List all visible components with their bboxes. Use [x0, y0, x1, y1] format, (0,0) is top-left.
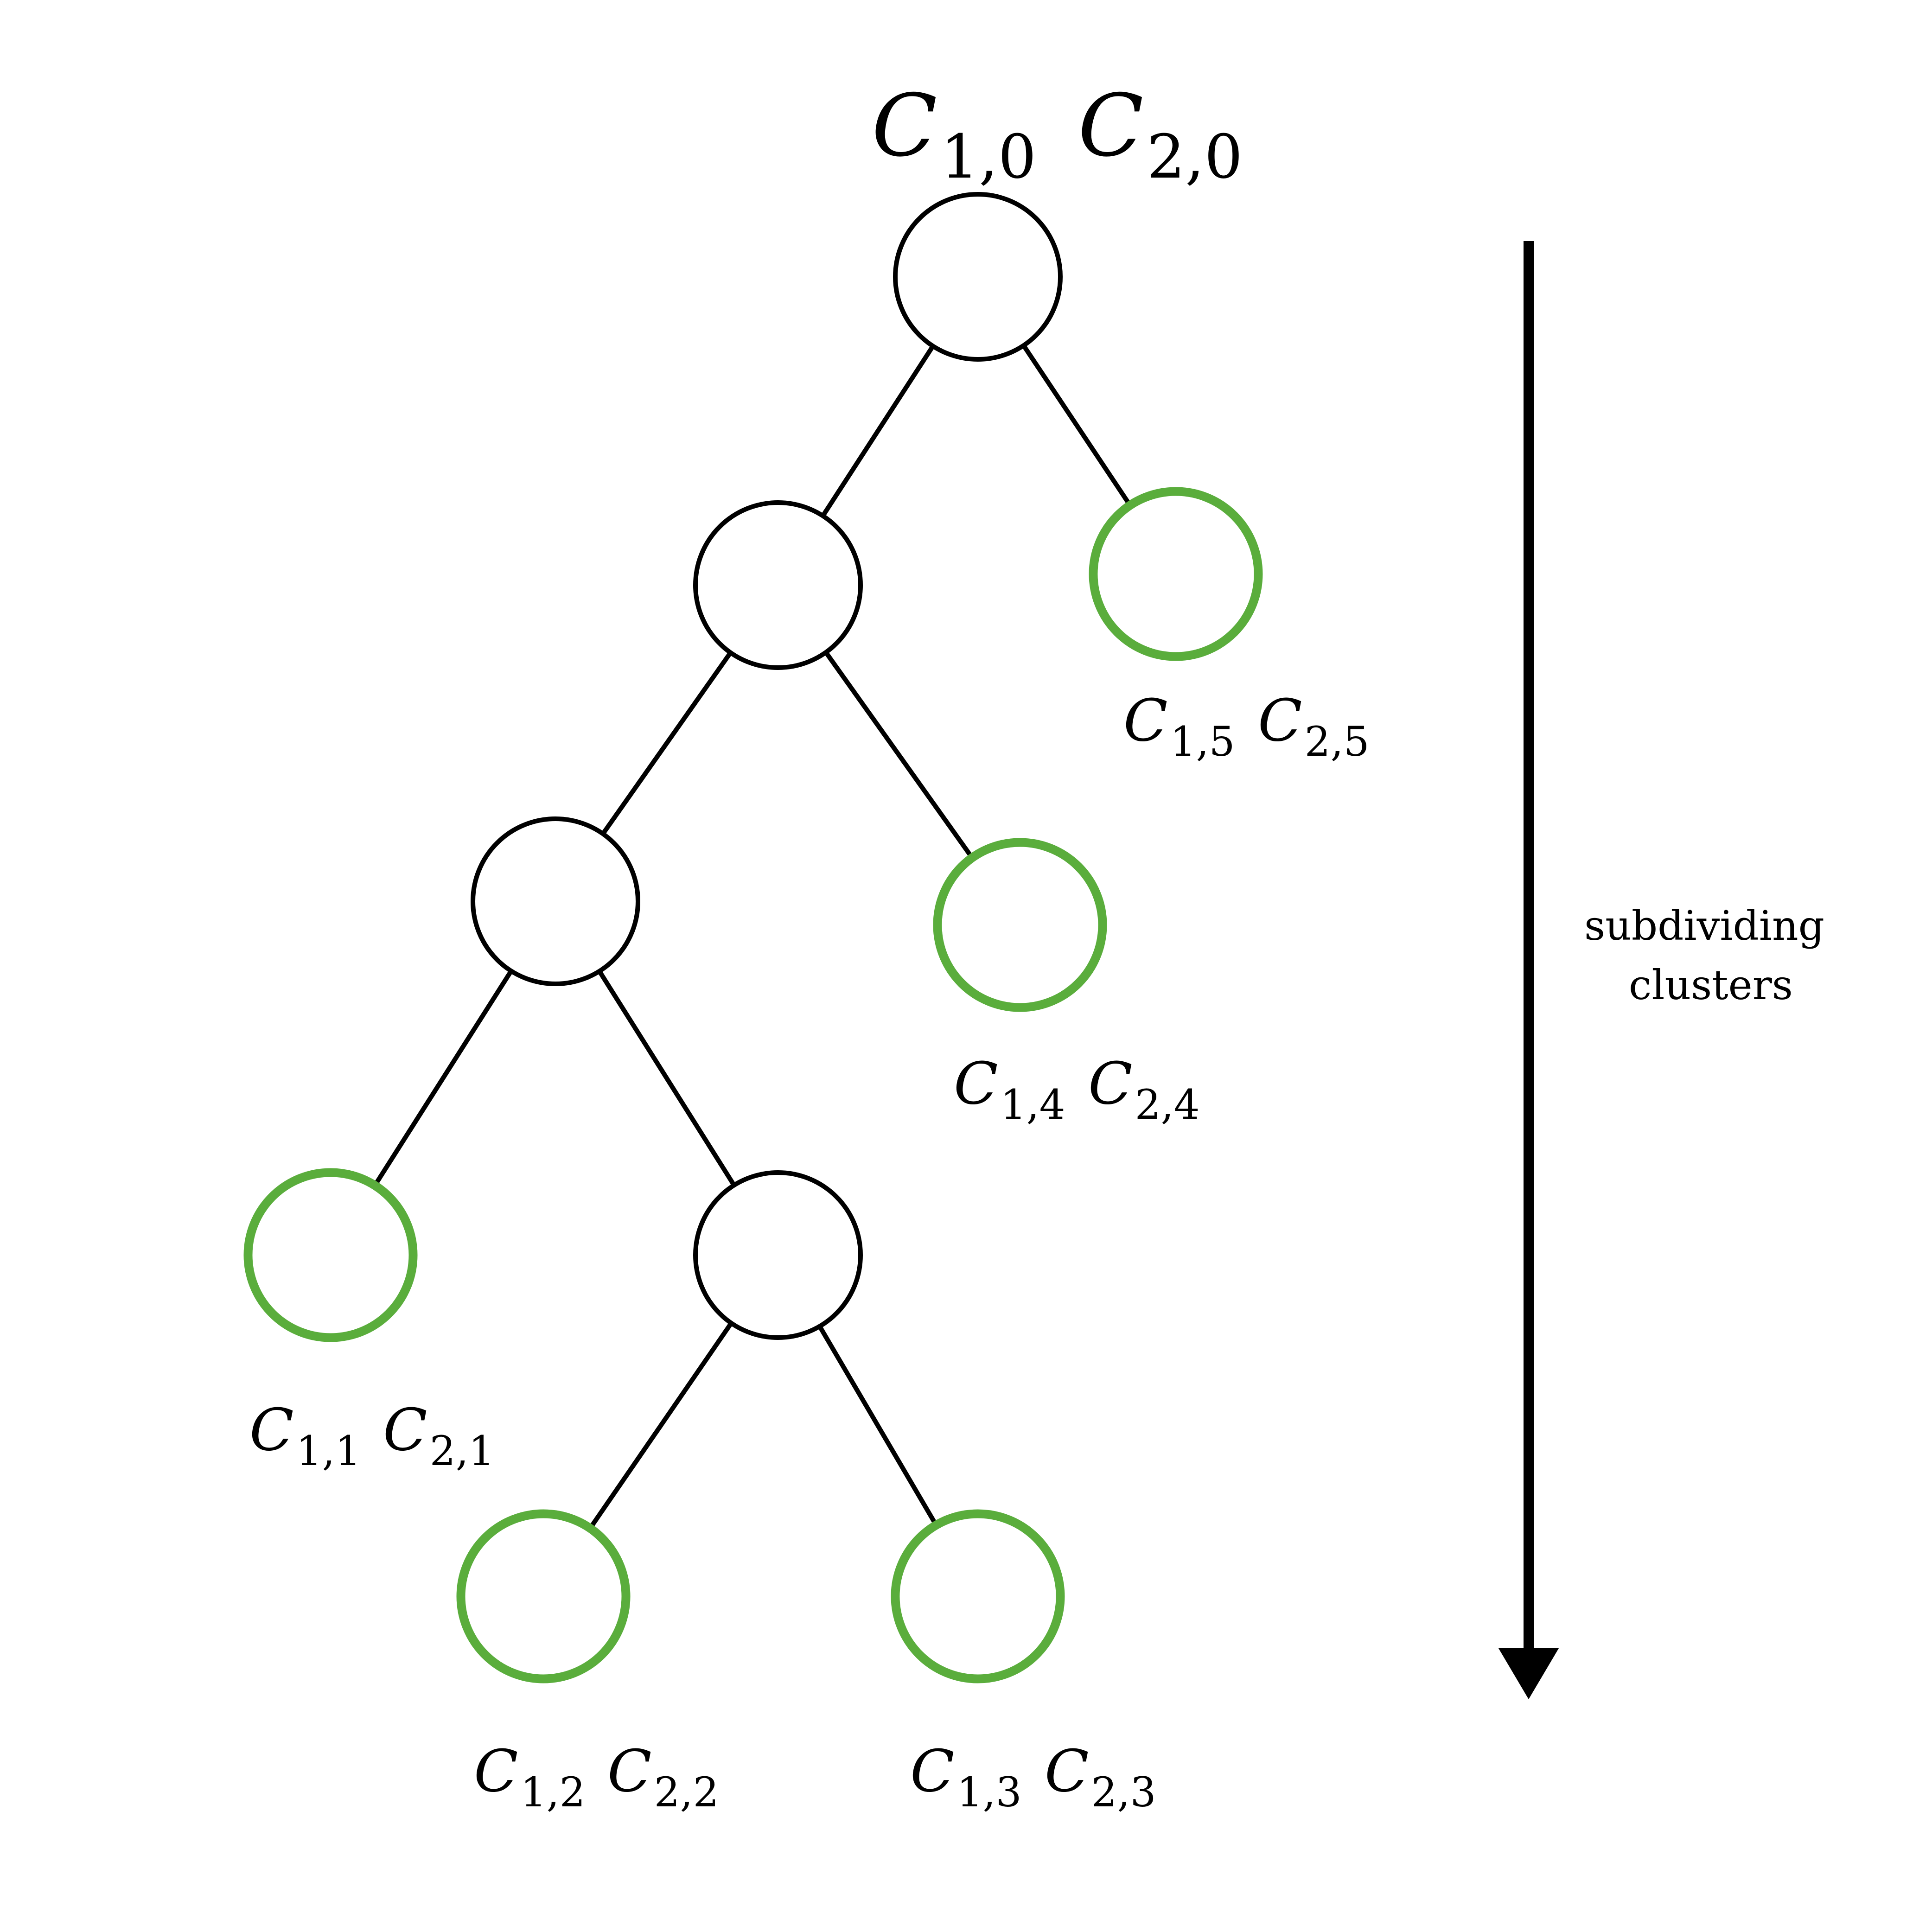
cluster-label: C1,1: [249, 1396, 361, 1475]
tree-edge: [601, 651, 733, 835]
tree-edge: [821, 344, 935, 517]
leaf-cluster-node: [891, 1509, 1065, 1683]
tree-edge: [588, 1321, 733, 1530]
leaf-cluster-node: [933, 838, 1107, 1012]
cluster-label: C1,3: [910, 1738, 1022, 1816]
leaf-cluster-node: [243, 1168, 418, 1342]
arrow-label-line-2: clusters: [1629, 961, 1793, 1009]
cluster-label: C1,2: [474, 1738, 586, 1816]
internal-cluster-node: [893, 192, 1063, 362]
leaf-cluster-node: [456, 1509, 631, 1683]
tree-edge: [824, 651, 974, 859]
cluster-label: C2,2: [607, 1738, 719, 1816]
node-labels: C1,0 C2,0C1,1 C2,1C1,2 C2,2 C1,3 C2,3 C1,4 C2,4…: [249, 76, 1370, 1816]
internal-cluster-node: [471, 816, 640, 986]
cluster-label: C1,4: [954, 1050, 1065, 1129]
cluster-label: C2,3: [1045, 1738, 1156, 1816]
subdividing-arrow: [1498, 241, 1559, 1699]
internal-cluster-node: [693, 1170, 863, 1340]
cluster-label: C2,5: [1258, 687, 1370, 765]
tree-edge: [597, 970, 736, 1186]
arrow-label-line-1: subdividing: [1584, 902, 1824, 950]
cluster-label: C1,0: [872, 76, 1036, 192]
tree-nodes: [243, 192, 1263, 1683]
arrow-head: [1498, 1648, 1559, 1699]
tree-edge: [1021, 344, 1132, 507]
tree-edge: [373, 969, 513, 1187]
cluster-label: C2,1: [383, 1396, 495, 1475]
tree-edge: [817, 1325, 938, 1526]
internal-cluster-node: [693, 500, 863, 670]
cluster-label: C1,5: [1123, 687, 1235, 765]
arrow-label: subdividing clusters: [1584, 902, 1837, 1009]
leaf-cluster-node: [1089, 487, 1263, 661]
tree-edges: [373, 344, 1132, 1530]
cluster-label: C2,0: [1078, 76, 1243, 192]
cluster-label: C2,4: [1088, 1050, 1200, 1129]
